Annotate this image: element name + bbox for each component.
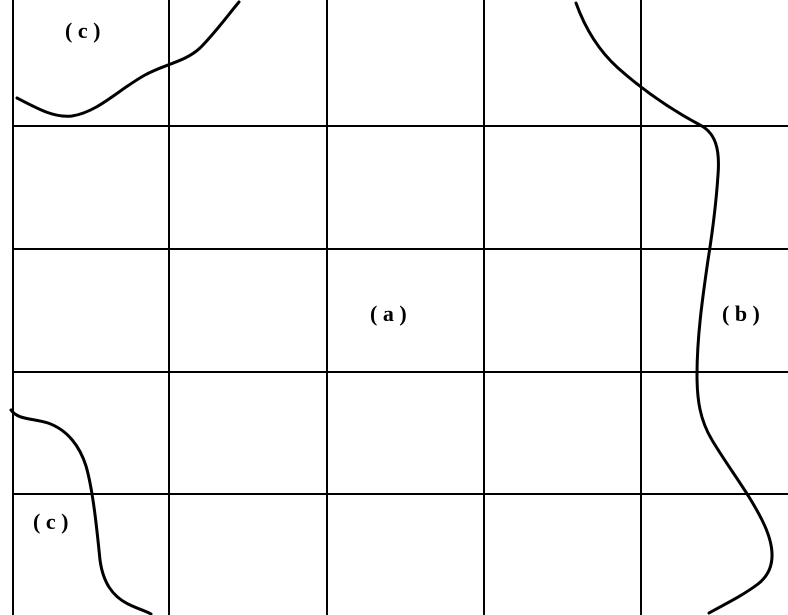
boundary-curves <box>9 0 774 615</box>
label-region-b: ( b ) <box>722 301 760 326</box>
label-region-c-top: ( c ) <box>65 18 100 43</box>
curve-c-top-left <box>15 0 241 118</box>
region-labels: ( c ) ( a ) ( b ) ( c ) <box>33 18 760 534</box>
grid <box>12 0 788 615</box>
label-region-c-bottom: ( c ) <box>33 509 68 534</box>
label-region-a: ( a ) <box>370 301 407 326</box>
curve-b-right <box>574 1 774 615</box>
curve-c-bottom-left <box>9 408 153 615</box>
